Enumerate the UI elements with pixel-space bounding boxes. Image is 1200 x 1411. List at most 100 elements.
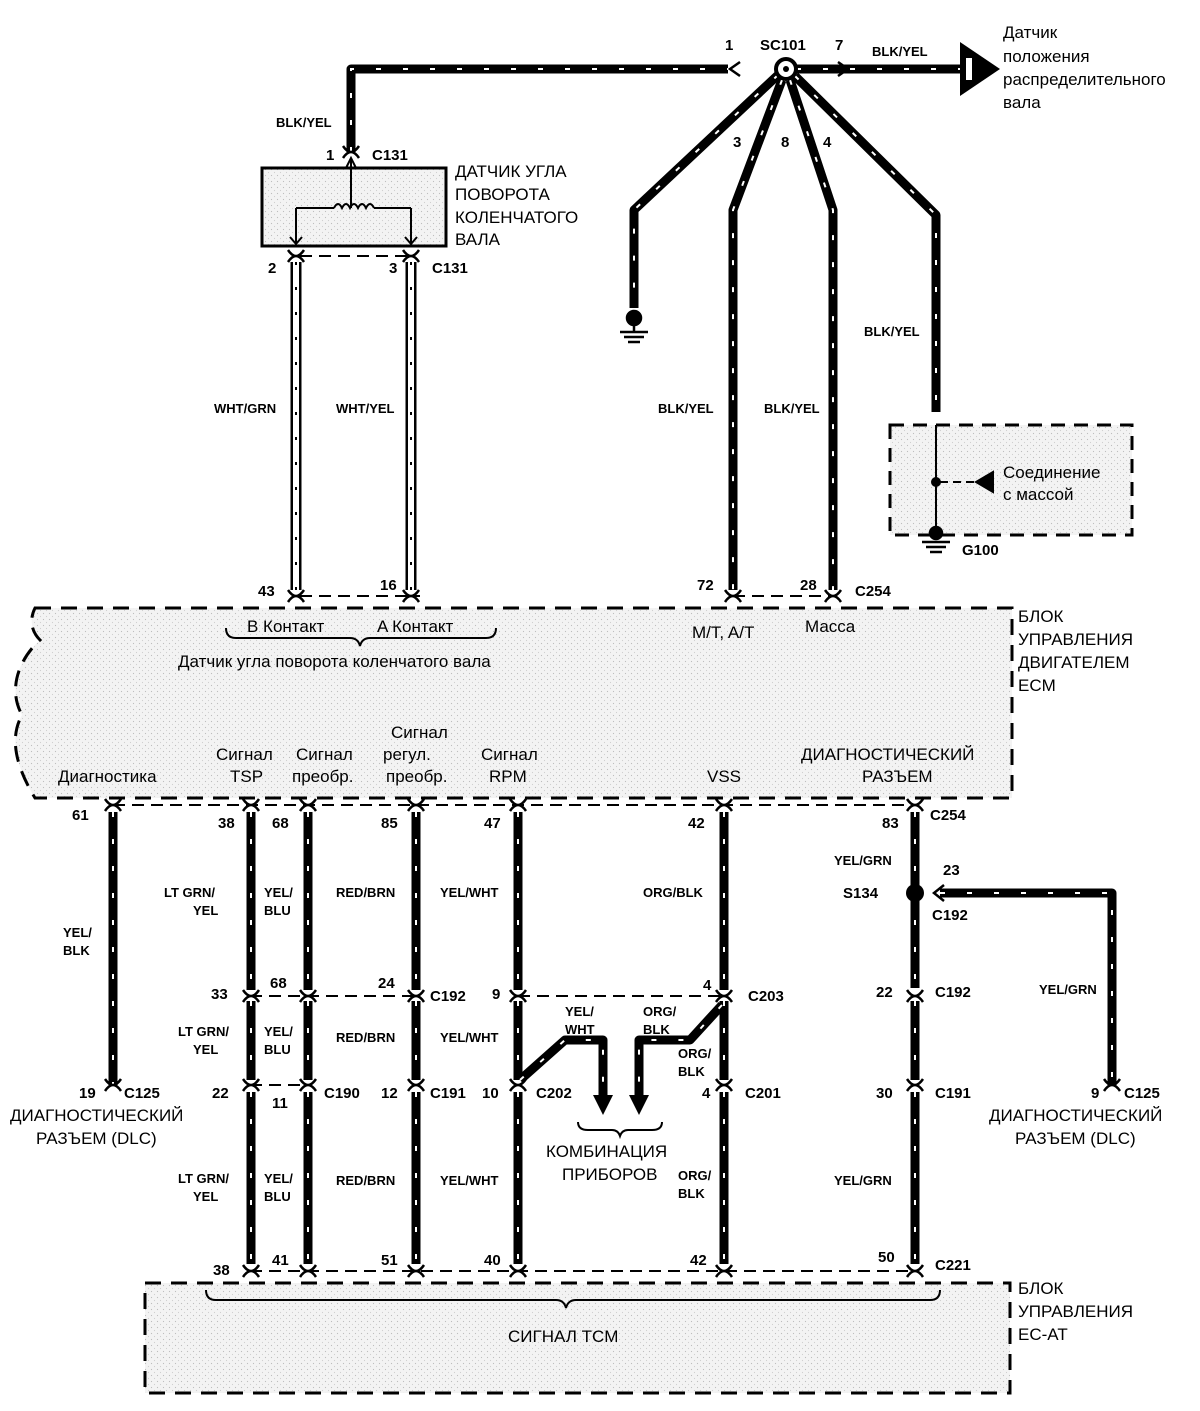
tcm-signal: СИГНАЛ TCM <box>508 1327 618 1346</box>
c131-connector-bottom: C131 <box>432 260 468 277</box>
wire-sc101-to-c131 <box>346 64 728 152</box>
reg-line3: преобр. <box>386 767 447 786</box>
connector-cap <box>401 589 421 603</box>
c125-pin-19: 19 <box>79 1085 96 1102</box>
ground-symbol-left <box>620 309 648 344</box>
tcm-pin-38: 38 <box>213 1262 230 1279</box>
connector-cap <box>905 989 925 1003</box>
c192-pin-22: 22 <box>876 984 893 1001</box>
rpm-line2: RPM <box>489 767 527 786</box>
cam-sensor-line3: распределительного <box>1003 70 1166 89</box>
c192-pin-68: 68 <box>270 975 287 992</box>
wire-orgblk-l1: ORG/ <box>678 1168 712 1183</box>
tcm-block <box>143 1281 1012 1395</box>
c190-label: C190 <box>324 1085 360 1102</box>
sc101-name: SC101 <box>760 37 806 54</box>
vss-label: VSS <box>707 767 741 786</box>
c192-pin-33: 33 <box>211 986 228 1003</box>
connector-cap <box>406 798 426 812</box>
ecm-title-2: УПРАВЛЕНИЯ <box>1018 630 1133 649</box>
c201-label: C201 <box>745 1085 781 1102</box>
c254-bottom: C254 <box>930 807 967 824</box>
wire-ltgrn-m1: LT GRN/ <box>178 1024 229 1039</box>
c202-pin-10: 10 <box>482 1085 499 1102</box>
connector-cap <box>286 249 306 263</box>
wire-sc101-ground <box>629 71 782 308</box>
braces <box>205 627 941 1309</box>
wire-label-wht-grn: WHT/GRN <box>214 401 276 416</box>
c203-label: C203 <box>748 988 784 1005</box>
c191-pin-12: 12 <box>381 1085 398 1102</box>
connector-cap <box>714 1264 734 1278</box>
crank-sensor-line1: ДАТЧИК УГЛА <box>455 162 567 181</box>
splice-sc101 <box>774 57 798 81</box>
ecm-pin-28: 28 <box>800 577 817 594</box>
splice-s134 <box>906 884 945 902</box>
wire-orgblk-branch-2: BLK <box>643 1022 670 1037</box>
g100-internal <box>931 425 994 530</box>
c125-label-right: C125 <box>1124 1085 1160 1102</box>
tcm-pin-50: 50 <box>878 1249 895 1266</box>
c202-label: C202 <box>536 1085 572 1102</box>
wire-ltgrn-2: YEL <box>193 903 218 918</box>
wire-sc101-28 <box>785 78 838 590</box>
c203-pin-4: 4 <box>703 977 712 994</box>
reg-line2: регул. <box>383 745 431 764</box>
wire-orgblk-l2: BLK <box>678 1186 705 1201</box>
a-contact: A Контакт <box>377 617 454 636</box>
connector-cap <box>1102 1078 1122 1092</box>
wire-ltgrn-l2: YEL <box>193 1189 218 1204</box>
diag-label: Диагностика <box>58 767 157 786</box>
tsp-line2: TSP <box>230 767 263 786</box>
wire-ltgrn-l1: LT GRN/ <box>178 1171 229 1186</box>
dlc-left-line1: ДИАГНОСТИЧЕСКИЙ <box>10 1106 183 1125</box>
wire-s134-c192 <box>940 888 1117 1085</box>
wire-yelwht-branch-1: YEL/ <box>565 1004 594 1019</box>
wire-orgblk-m2: BLK <box>678 1064 705 1079</box>
c131-pin-1: 1 <box>326 147 334 164</box>
ecm-pin-38: 38 <box>218 815 235 832</box>
ecm-pin-61: 61 <box>72 807 89 824</box>
connector-cap <box>401 249 421 263</box>
wire-sc101-72 <box>728 78 787 590</box>
g100-name: G100 <box>962 542 999 559</box>
wire-yelblu-m1: YEL/ <box>264 1024 293 1039</box>
ground-label-2: с массой <box>1003 485 1074 504</box>
wires-group <box>103 64 1122 1278</box>
wire-orgblk-1: ORG/BLK <box>643 885 704 900</box>
c201-pin-4: 4 <box>702 1085 711 1102</box>
tcm-pin-51: 51 <box>381 1252 398 1269</box>
c191-label: C191 <box>430 1085 466 1102</box>
dlc-left-line2: РАЗЪЕМ (DLC) <box>36 1129 157 1148</box>
connector-cap <box>406 1078 426 1092</box>
camshaft-sensor-connector <box>960 42 1000 96</box>
connector-cap <box>714 989 734 1003</box>
dlc-right-line1: ДИАГНОСТИЧЕСКИЙ <box>989 1106 1162 1125</box>
b-contact: B Контакт <box>247 617 324 636</box>
tcm-title-1: БЛОК <box>1018 1279 1064 1298</box>
wire-label-28: BLK/YEL <box>764 401 820 416</box>
ecm-pin-83: 83 <box>882 815 899 832</box>
dlc-right-line2: РАЗЪЕМ (DLC) <box>1015 1129 1136 1148</box>
ground-label: Масса <box>805 617 856 636</box>
c191-label-right: C191 <box>935 1085 971 1102</box>
wire-label-cam: BLK/YEL <box>872 44 928 59</box>
c191-pin-30: 30 <box>876 1085 893 1102</box>
cluster-arrows <box>593 1095 649 1115</box>
mt-at-label: M/T, A/T <box>692 623 754 642</box>
ground-block <box>888 423 1134 537</box>
crank-sensor-box <box>260 166 448 248</box>
reg-line1: Сигнал <box>391 723 448 742</box>
cluster-line1: КОМБИНАЦИЯ <box>546 1142 667 1161</box>
wire-yelwht-1: YEL/WHT <box>440 885 499 900</box>
s134-connector: C192 <box>932 907 968 924</box>
c192-pin-24: 24 <box>378 975 395 992</box>
wire-label-yel-blk-2: BLK <box>63 943 90 958</box>
sc101-pin-8: 8 <box>781 134 789 151</box>
connector-cap <box>286 589 306 603</box>
wire-yelwht-l: YEL/WHT <box>440 1173 499 1188</box>
ground-label-1: Соединение <box>1003 463 1100 482</box>
ecm-title-1: БЛОК <box>1018 607 1064 626</box>
sc101-pin-3: 3 <box>733 134 741 151</box>
conv-line1: Сигнал <box>296 745 353 764</box>
